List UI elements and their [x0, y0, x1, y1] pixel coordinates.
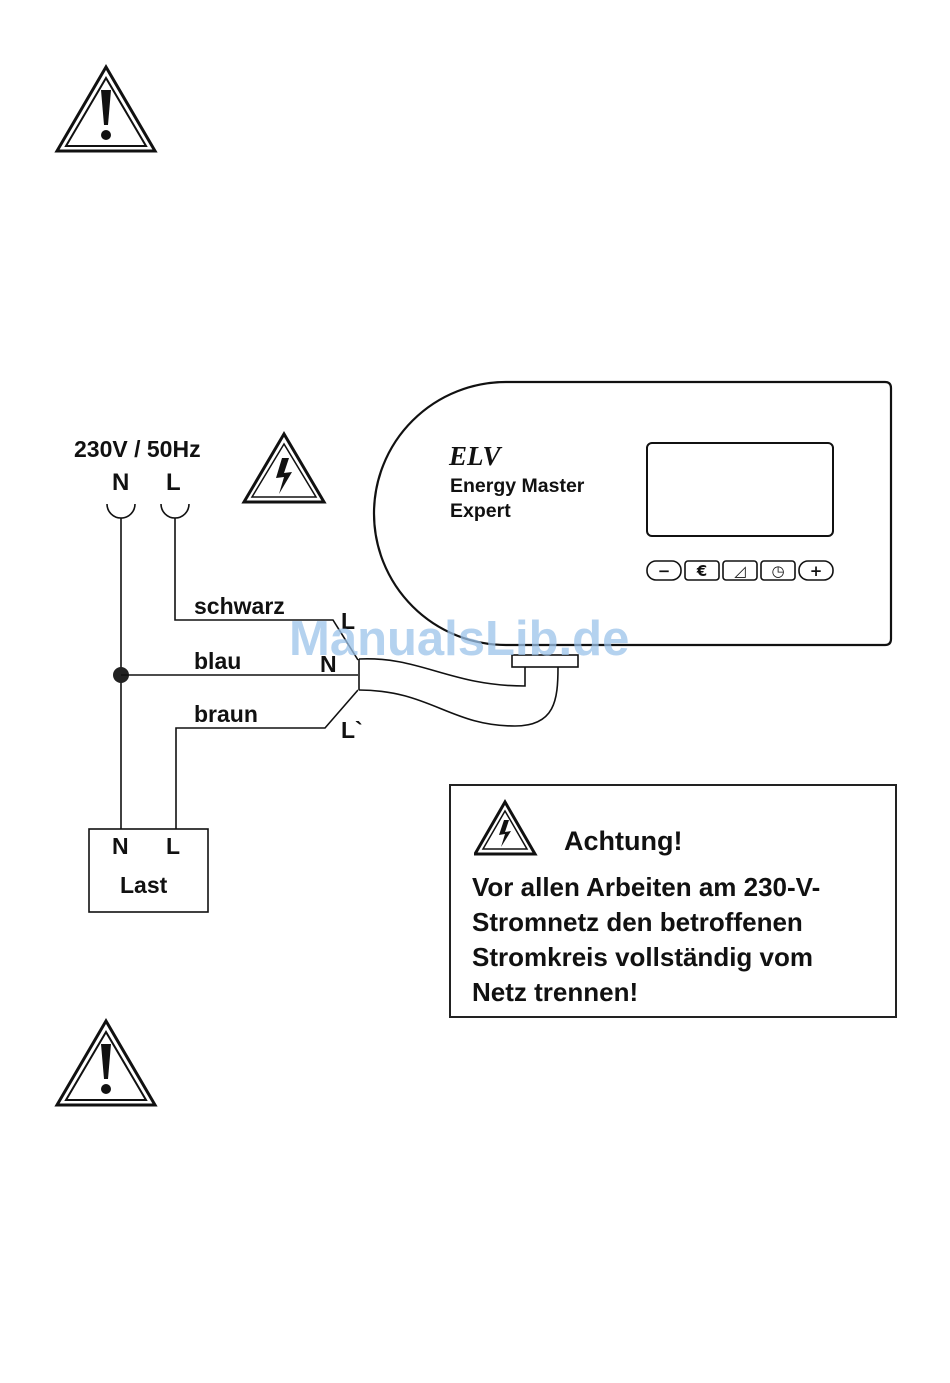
load-n-label: N — [112, 833, 129, 859]
plus-icon: + — [810, 562, 823, 580]
warning-line: Stromkreis vollständig vom — [472, 940, 892, 975]
meter-icon: ◿ — [734, 562, 746, 580]
euro-button[interactable]: € — [685, 561, 719, 580]
device-button-row: − € ◿ ◷ + — [647, 561, 833, 580]
warning-line: Stromnetz den betroffenen — [472, 905, 892, 940]
warning-line: Netz trennen! — [472, 975, 892, 1010]
brand-line-2: Expert — [450, 500, 511, 522]
plus-button[interactable]: + — [799, 561, 833, 580]
warning-triangle-icon — [57, 67, 155, 151]
mains-l-label: L — [166, 469, 181, 496]
device-display — [647, 443, 833, 536]
warning-box: Achtung! Vor allen Arbeiten am 230-V- St… — [449, 784, 897, 1018]
minus-button[interactable]: − — [647, 561, 681, 580]
mains-n-label: N — [112, 469, 129, 496]
warning-title: Achtung! — [564, 826, 682, 857]
brand-line-1: Energy Master — [450, 475, 585, 497]
load-box — [89, 829, 208, 912]
euro-icon: € — [696, 562, 707, 580]
high-voltage-icon — [244, 434, 324, 502]
watermark: ManualsLib.de — [289, 612, 629, 666]
mains-voltage-label: 230V / 50Hz — [74, 436, 201, 462]
high-voltage-icon — [474, 798, 540, 858]
mains-n-terminal — [107, 504, 135, 518]
brand-logo: ELV — [448, 441, 502, 471]
mains-l-terminal — [161, 504, 189, 518]
load-label: Last — [120, 872, 168, 898]
clock-icon: ◷ — [771, 562, 784, 580]
warning-triangle-icon — [57, 1021, 155, 1105]
minus-icon: − — [658, 562, 671, 580]
load-l-label: L — [166, 833, 180, 859]
wire-label-braun: braun — [194, 701, 258, 727]
wire-label-blau: blau — [194, 648, 241, 674]
wire-label-schwarz: schwarz — [194, 593, 285, 619]
warning-line: Vor allen Arbeiten am 230-V- — [472, 870, 892, 905]
warning-text: Vor allen Arbeiten am 230-V- Stromnetz d… — [472, 870, 892, 1010]
clock-button[interactable]: ◷ — [761, 561, 795, 580]
meter-button[interactable]: ◿ — [723, 561, 757, 580]
terminal-l-out-label: L` — [341, 717, 363, 743]
